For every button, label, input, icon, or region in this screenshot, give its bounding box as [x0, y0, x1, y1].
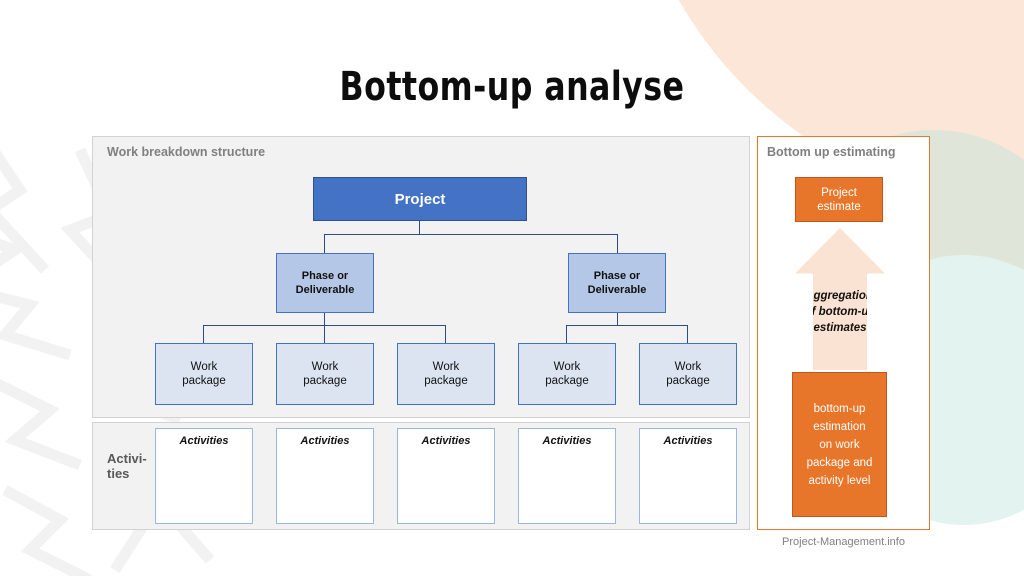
connector-phase-left-stem: [324, 313, 325, 325]
slide-title: Bottom-up analyse: [339, 64, 685, 110]
node-activities-2[interactable]: Activities: [276, 428, 374, 524]
connector-wp-drop-1: [203, 325, 204, 343]
wbs-panel-heading: Work breakdown structure: [107, 145, 266, 159]
connector-phase-drop-right: [617, 234, 618, 253]
connector-phase-bus: [324, 234, 617, 235]
node-project[interactable]: Project: [313, 177, 527, 221]
activities-row-label: Activi-ties: [107, 451, 147, 481]
node-activities-1[interactable]: Activities: [155, 428, 253, 524]
node-activities-3[interactable]: Activities: [397, 428, 495, 524]
connector-wp-drop-3: [445, 325, 446, 343]
connector-phase-drop-left: [324, 234, 325, 253]
connector-wp-drop-4: [566, 325, 567, 343]
node-activities-4[interactable]: Activities: [518, 428, 616, 524]
node-activities-5[interactable]: Activities: [639, 428, 737, 524]
connector-project-stem: [419, 221, 420, 234]
connector-phase-right-stem: [617, 313, 618, 325]
estimating-panel-heading: Bottom up estimating: [767, 145, 896, 159]
connector-wp-bus-right: [566, 325, 687, 326]
connector-wp-drop-5: [687, 325, 688, 343]
source-credit: Project-Management.info: [782, 536, 905, 548]
connector-wp-drop-2: [324, 325, 325, 343]
